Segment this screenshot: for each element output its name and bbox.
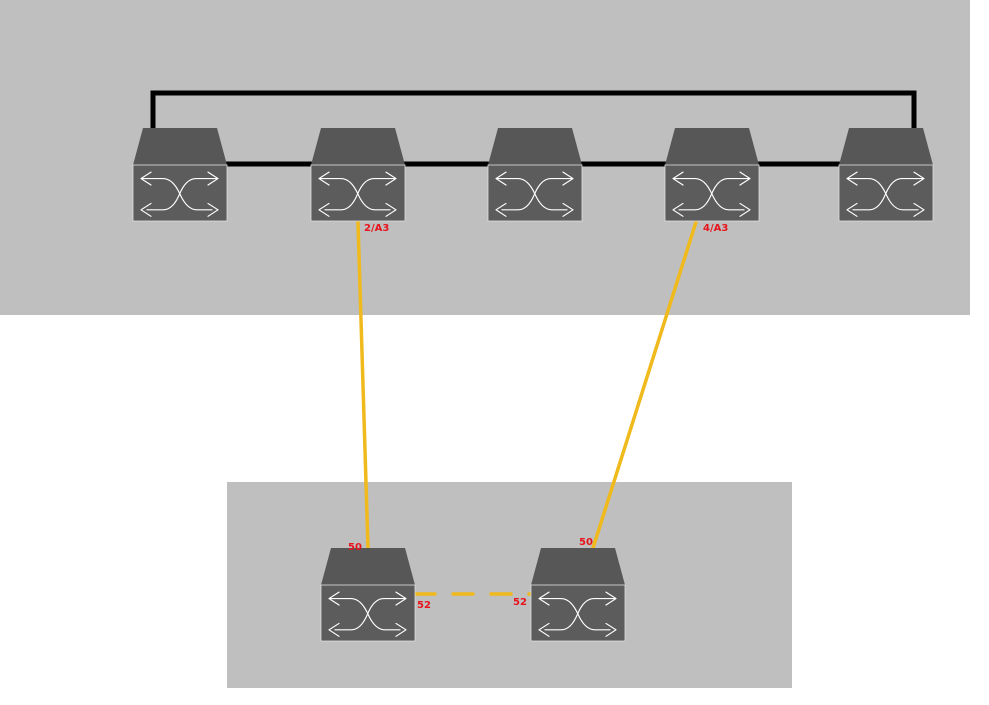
access-switch-1 (320, 548, 416, 642)
port-label-access1-uplink: 50 (348, 542, 362, 553)
link-core-switch-2-to-access-switch-1 (356, 220, 370, 550)
core-switch-4-top-face (665, 128, 759, 165)
port-label-access2-side: 52 (513, 597, 527, 608)
access-switch-2-top-face (531, 548, 625, 585)
port-label-access2-uplink: 50 (579, 537, 593, 548)
core-switch-4 (664, 128, 760, 222)
port-label-access1-side: 52 (417, 600, 431, 611)
core-switch-3 (487, 128, 583, 222)
core-switch-5 (838, 128, 934, 222)
link-core-switch-1-to-core-switch-5 (150, 90, 917, 133)
core-switch-1 (132, 128, 228, 222)
core-switch-1-top-face (133, 128, 227, 165)
core-switch-5-top-face (839, 128, 933, 165)
links-layer (150, 90, 917, 596)
access-zone (227, 482, 792, 688)
port-label-core2: 2/A3 (364, 223, 389, 234)
core-switch-3-top-face (488, 128, 582, 165)
port-label-core4: 4/A3 (703, 223, 728, 234)
core-switch-2-top-face (311, 128, 405, 165)
core-switch-2 (310, 128, 406, 222)
access-switch-1-top-face (321, 548, 415, 585)
link-core-switch-4-to-access-switch-2 (591, 220, 698, 550)
switches-layer (132, 128, 934, 642)
access-switch-2 (530, 548, 626, 642)
